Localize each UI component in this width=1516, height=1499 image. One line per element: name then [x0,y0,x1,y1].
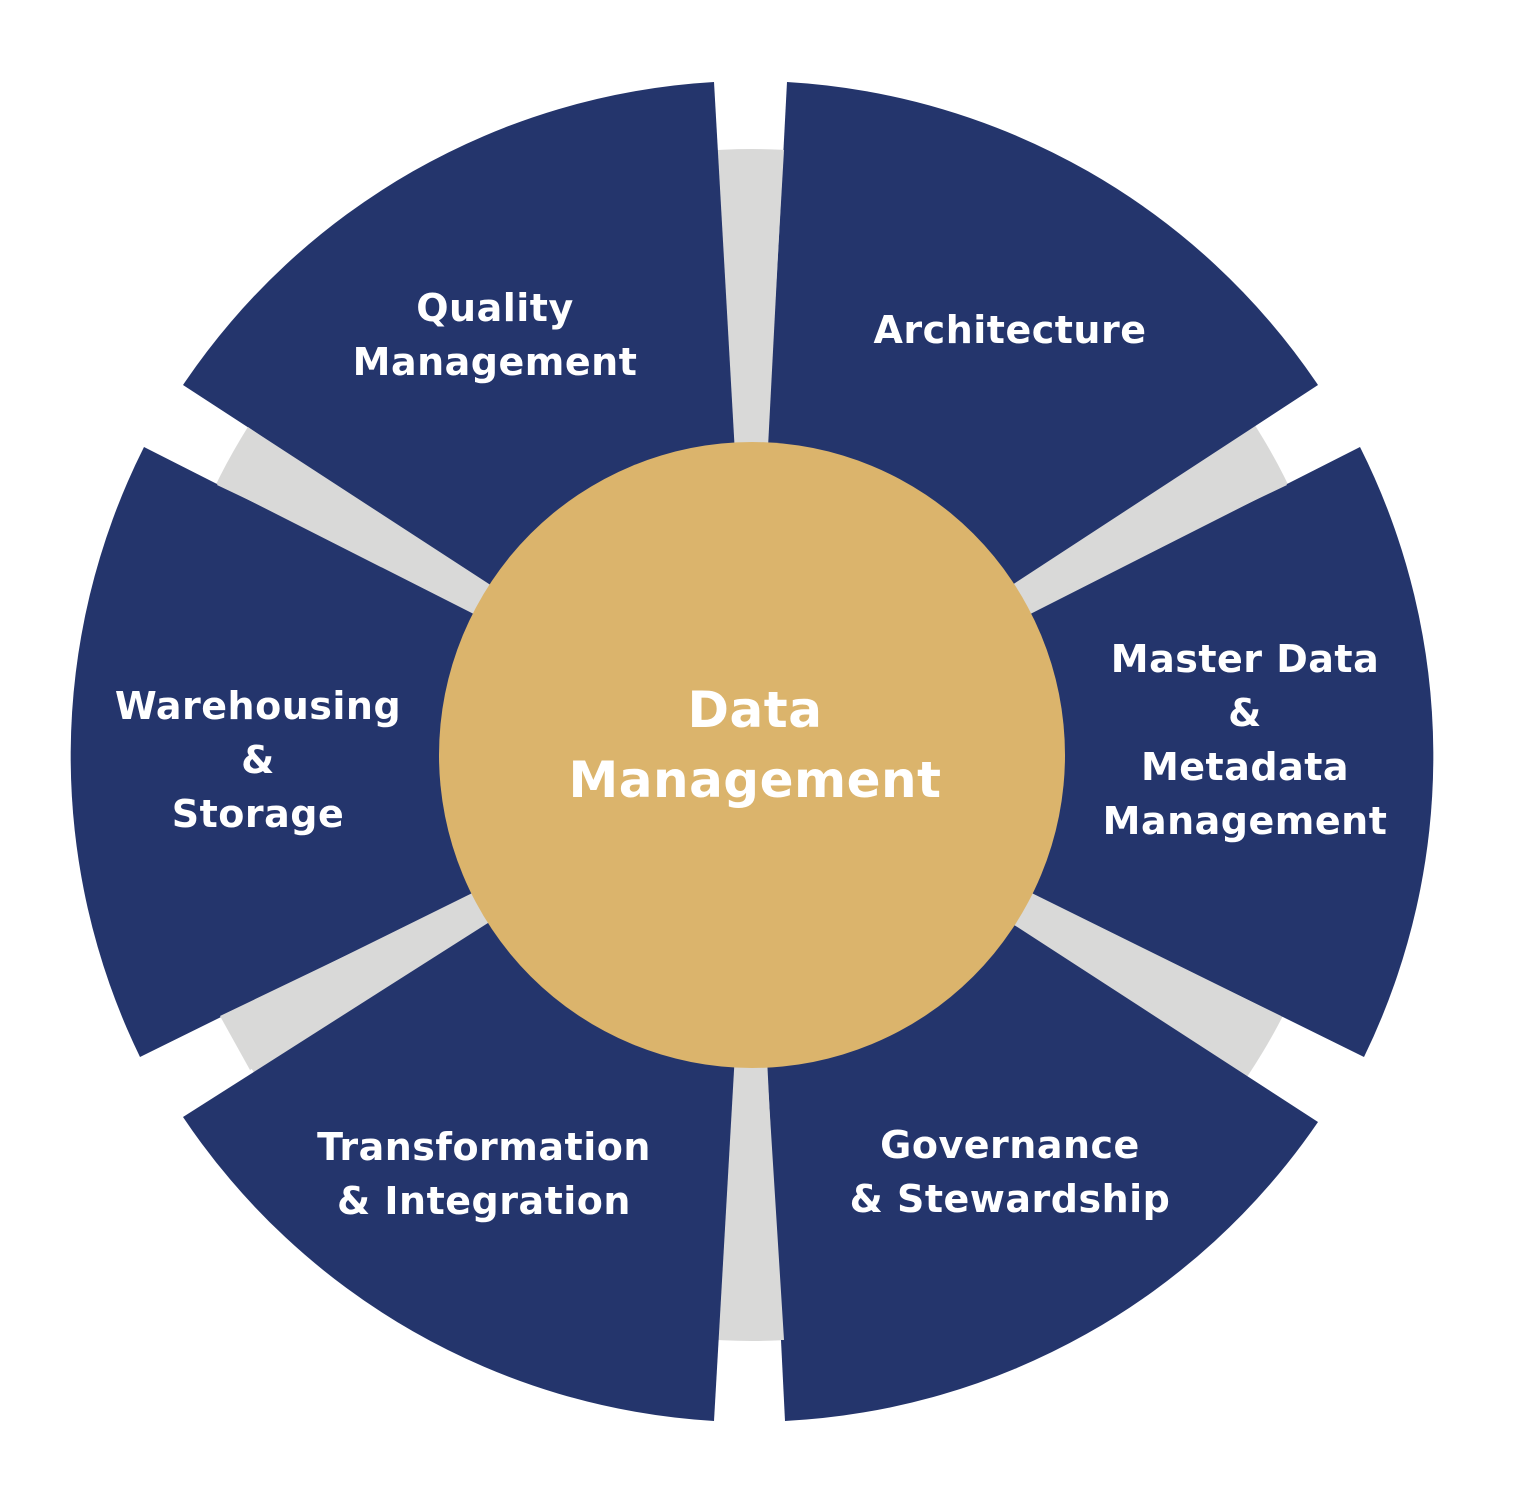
segment-master-data[interactable] [752,447,1434,1057]
center-label: Data Management [568,681,942,809]
segment-label-governance: Governance & Stewardship [849,1123,1171,1221]
segment-label-architecture: Architecture [873,308,1147,352]
gap-bottom-right [1020,895,1281,1070]
segment-label-warehousing: Warehousing & Storage [114,684,402,836]
segment-label-transformation: Transformation & Integration [317,1125,651,1223]
gap-bottom-left [220,895,485,1070]
segment-warehousing[interactable] [70,447,752,1057]
gap-top-left [217,427,487,607]
segment-label-quality: Quality Management [352,286,638,384]
gap-top-right [1017,427,1287,607]
gap-bottom [719,1068,784,1340]
center-hub[interactable] [439,442,1065,1068]
segment-label-master-data: Master Data & Metadata Management [1102,637,1388,843]
gap-top [719,150,784,445]
